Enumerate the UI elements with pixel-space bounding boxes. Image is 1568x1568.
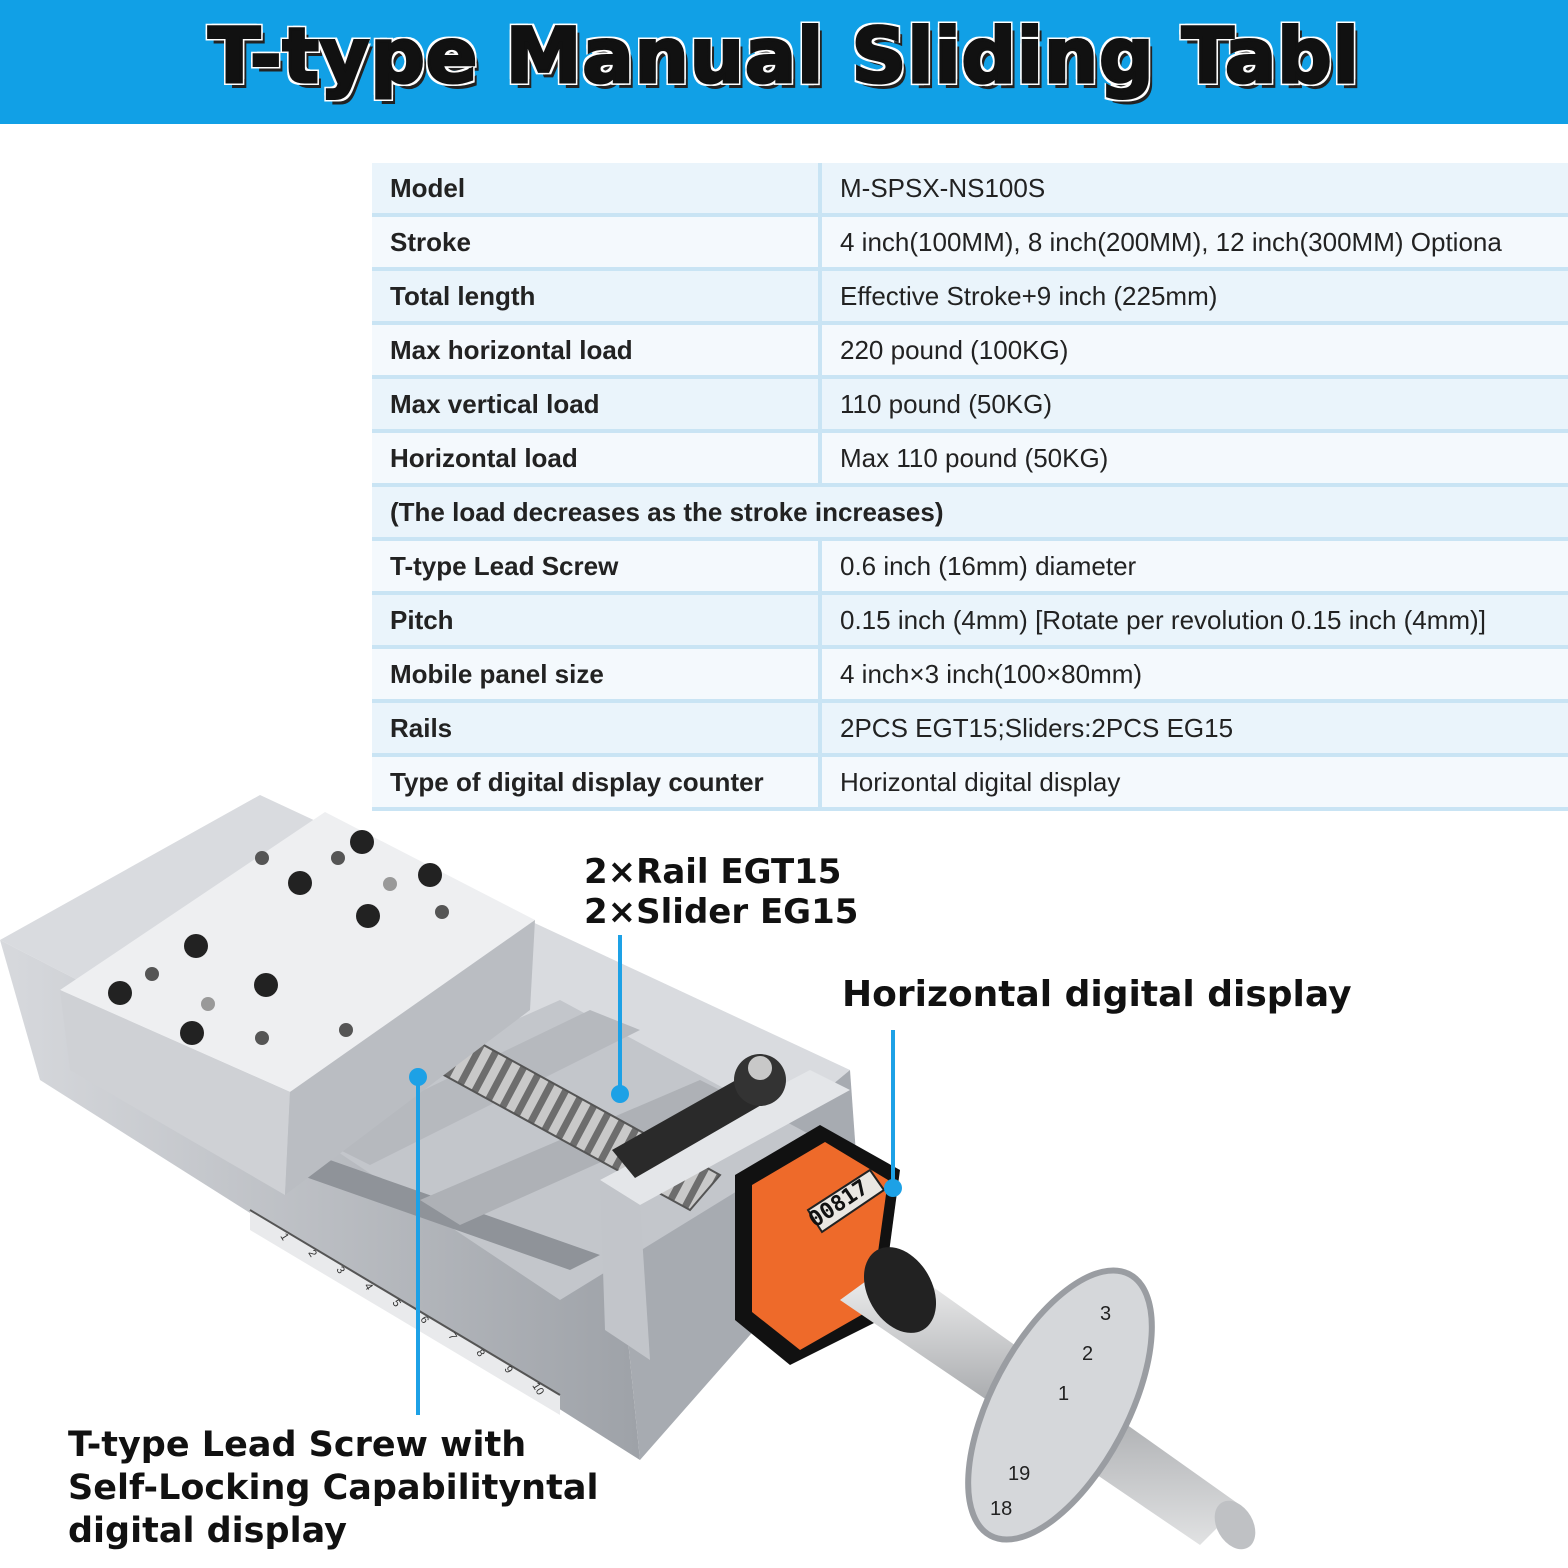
- spec-value: 4 inch×3 inch(100×80mm): [820, 647, 1568, 703]
- spec-label: Max horizontal load: [372, 323, 822, 379]
- end-block: [600, 1070, 850, 1360]
- table-row: Max horizontal load 220 pound (100KG): [372, 323, 1568, 379]
- spec-label: Horizontal load: [372, 431, 822, 487]
- spec-label: T-type Lead Screw: [372, 539, 822, 595]
- rail-callout: 2×Rail EGT15 2×Slider EG15: [584, 852, 858, 932]
- load-note: (The load decreases as the stroke increa…: [372, 485, 1568, 541]
- display-callout: Horizontal digital display: [842, 974, 1352, 1015]
- ruler-scale: [249, 1209, 561, 1415]
- screw-callout-line: T-type Lead Screw with: [68, 1425, 527, 1465]
- ruler-mark: 7: [445, 1331, 458, 1343]
- ruler-mark: 5: [389, 1298, 402, 1310]
- spec-value: M-SPSX-NS100S: [820, 163, 1568, 217]
- table-row: Rails 2PCS EGT15;Sliders:2PCS EG15: [372, 701, 1568, 757]
- ruler-mark: 3: [333, 1264, 346, 1276]
- spec-label: Stroke: [372, 215, 822, 271]
- spec-label: Rails: [372, 701, 822, 757]
- spec-value: Effective Stroke+9 inch (225mm): [820, 269, 1568, 325]
- spec-table: Model M-SPSX-NS100S Stroke 4 inch(100MM)…: [372, 163, 1568, 811]
- table-row: Horizontal load Max 110 pound (50KG): [372, 431, 1568, 487]
- ruler-mark: 2: [305, 1248, 318, 1260]
- screw-callout: T-type Lead Screw with Self-Locking Capa…: [68, 1424, 598, 1553]
- counter-housing: 00817: [735, 1125, 900, 1365]
- spec-label: Model: [372, 163, 822, 217]
- spec-label: Max vertical load: [372, 377, 822, 433]
- table-row: Model M-SPSX-NS100S: [372, 163, 1568, 217]
- spec-label: Pitch: [372, 593, 822, 649]
- handwheel-mark: 19: [1008, 1463, 1030, 1485]
- ruler-mark: 4: [361, 1281, 374, 1293]
- table-row: Type of digital display counter Horizont…: [372, 755, 1568, 811]
- spec-label: Total length: [372, 269, 822, 325]
- mobile-panel: [60, 812, 535, 1195]
- screw-callout-line: Self-Locking Capabilityntal: [68, 1468, 599, 1508]
- ruler-mark: 9: [501, 1364, 514, 1376]
- handwheel-mark: 18: [990, 1498, 1012, 1520]
- callout-lines: [409, 935, 902, 1415]
- spec-value: Horizontal digital display: [820, 755, 1568, 811]
- handwheel: 3 2 1 19 18: [965, 1267, 1256, 1550]
- handwheel-mark: 1: [1058, 1383, 1069, 1405]
- spec-label: Mobile panel size: [372, 647, 822, 703]
- ruler-mark: 10: [529, 1381, 546, 1398]
- table-row: Stroke 4 inch(100MM), 8 inch(200MM), 12 …: [372, 215, 1568, 271]
- spec-value: 220 pound (100KG): [820, 323, 1568, 379]
- handwheel-mark: 3: [1100, 1303, 1111, 1325]
- ruler-mark: 1: [277, 1231, 290, 1243]
- handwheel-mark: 2: [1082, 1343, 1093, 1365]
- lock-handle: [612, 1054, 786, 1178]
- table-row: (The load decreases as the stroke increa…: [372, 485, 1568, 541]
- spec-value: 0.6 inch (16mm) diameter: [820, 539, 1568, 595]
- table-row: T-type Lead Screw 0.6 inch (16mm) diamet…: [372, 539, 1568, 595]
- title-banner: [0, 0, 1568, 124]
- table-row: Mobile panel size 4 inch×3 inch(100×80mm…: [372, 647, 1568, 703]
- table-row: Pitch 0.15 inch (4mm) [Rotate per revolu…: [372, 593, 1568, 649]
- screw-callout-line: digital display: [68, 1511, 347, 1551]
- ruler-mark: 8: [473, 1347, 486, 1359]
- spec-label: Type of digital display counter: [372, 755, 822, 811]
- spec-value: 2PCS EGT15;Sliders:2PCS EG15: [820, 701, 1568, 757]
- spec-value: 110 pound (50KG): [820, 377, 1568, 433]
- slider-callout-line: 2×Slider EG15: [584, 892, 859, 932]
- table-row: Total length Effective Stroke+9 inch (22…: [372, 269, 1568, 325]
- spec-value: 4 inch(100MM), 8 inch(200MM), 12 inch(30…: [820, 215, 1568, 271]
- rail-callout-line: 2×Rail EGT15: [584, 852, 842, 892]
- page-title: T-type Manual Sliding Tabl: [207, 10, 1360, 102]
- spec-value: Max 110 pound (50KG): [820, 431, 1568, 487]
- spec-value: 0.15 inch (4mm) [Rotate per revolution 0…: [820, 593, 1568, 649]
- table-row: Max vertical load 110 pound (50KG): [372, 377, 1568, 433]
- ruler-mark: 6: [417, 1314, 430, 1326]
